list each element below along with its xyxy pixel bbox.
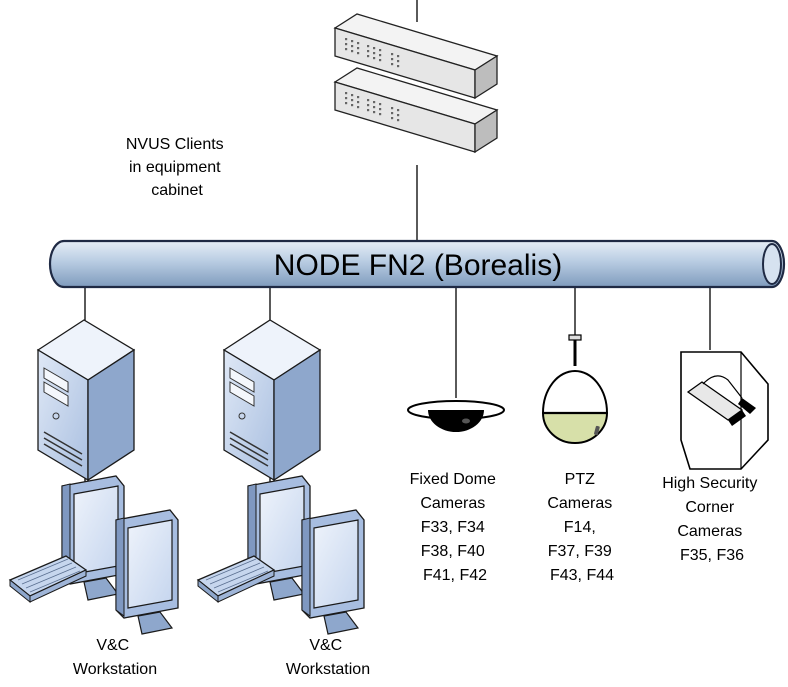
clients-label-line-2: in equipment	[129, 159, 221, 176]
workstation-1: V&C Workstation	[9, 319, 179, 678]
workstation-2-label: V&C Workstation	[286, 637, 370, 678]
corner-camera: High Security Corner Cameras F35, F36	[662, 351, 769, 564]
ptz-label-line-3: F14,	[564, 519, 596, 536]
fixed-dome-label: Fixed Dome Cameras F33, F34 F38, F40 F41…	[410, 471, 501, 584]
fixed-dome-camera: Fixed Dome Cameras F33, F34 F38, F40 F41…	[407, 400, 505, 584]
ptz-label-line-1: PTZ	[565, 471, 595, 488]
ptz-label-line-2: Cameras	[547, 495, 612, 512]
rack-server-icon	[334, 13, 498, 153]
corner-label-line-2: Corner	[685, 499, 735, 516]
fixed-dome-label-line-5: F41, F42	[423, 567, 487, 584]
ptz-camera-icon	[541, 334, 609, 444]
ptz-label-line-4: F37, F39	[548, 543, 612, 560]
fixed-dome-label-line-4: F38, F40	[421, 543, 485, 560]
clients-label-line-1: NVUS Clients	[126, 136, 224, 153]
corner-label-line-1: High Security	[662, 475, 757, 492]
bus-label: NODE FN2 (Borealis)	[274, 249, 562, 282]
fixed-dome-label-line-2: Cameras	[420, 495, 485, 512]
corner-label-line-4: F35, F36	[680, 547, 744, 564]
workstation-1-label-line-2: Workstation	[73, 661, 157, 678]
workstation-1-label-line-1: V&C	[96, 637, 129, 654]
ptz-label: PTZ Cameras F14, F37, F39 F43, F44	[547, 471, 616, 584]
keyboard-icon	[197, 555, 275, 603]
monitor-icon	[301, 509, 365, 635]
corner-label-line-3: Cameras	[677, 523, 742, 540]
workstation-2-label-line-1: V&C	[309, 637, 342, 654]
server-tower-icon	[37, 319, 135, 481]
ptz-camera: PTZ Cameras F14, F37, F39 F43, F44	[541, 334, 616, 584]
corner-label: High Security Corner Cameras F35, F36	[662, 475, 762, 564]
workstation-2: V&C Workstation	[197, 319, 370, 678]
monitor-icon	[115, 509, 179, 635]
clients-label-line-3: cabinet	[151, 182, 203, 199]
connector-lines	[84, 0, 711, 488]
corner-camera-icon	[680, 351, 769, 470]
fixed-dome-label-line-3: F33, F34	[421, 519, 485, 536]
keyboard-icon	[9, 555, 87, 603]
fixed-dome-label-line-1: Fixed Dome	[410, 471, 496, 488]
ptz-label-line-5: F43, F44	[550, 567, 614, 584]
workstation-2-label-line-2: Workstation	[286, 661, 370, 678]
dome-camera-icon	[407, 400, 505, 432]
network-bus: NODE FN2 (Borealis)	[48, 239, 786, 289]
server-tower-icon	[223, 319, 321, 481]
clients-label: NVUS Clients in equipment cabinet	[126, 136, 228, 199]
workstation-1-label: V&C Workstation	[73, 637, 157, 678]
